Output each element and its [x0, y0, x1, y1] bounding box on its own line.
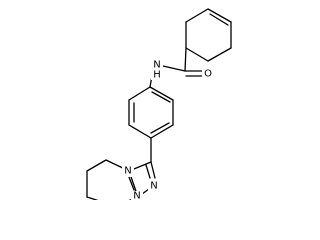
bond: [128, 86, 151, 101]
bond: [86, 159, 107, 172]
bond: [207, 8, 232, 23]
bond: [184, 47, 187, 72]
atom-label-n-amide: N: [153, 60, 160, 71]
atom-label-h-amide: H: [153, 70, 161, 81]
atom-label-n-triazole-a: N: [150, 181, 157, 192]
bond: [86, 196, 99, 200]
double-bond-inner: [145, 164, 151, 179]
bond: [207, 47, 232, 62]
atom-nh: N H: [151, 59, 163, 81]
atom-label-n-bridge: N: [124, 166, 131, 177]
double-bond-inner: [209, 13, 229, 26]
structure-diagram: N H O N N N: [86, 8, 232, 201]
bond: [162, 65, 186, 72]
atom-n-bridge: N: [122, 165, 134, 177]
cyclohexene-ring: [185, 8, 232, 62]
double-bond-inner: [151, 91, 171, 103]
double-bond: [150, 161, 156, 179]
bond: [150, 124, 174, 139]
atom-label-o-carbonyl: O: [204, 69, 212, 80]
atom-n-triazole-b: N: [131, 191, 143, 201]
bond: [185, 8, 209, 23]
atom-label-n-triazole-b: N: [133, 191, 140, 201]
bond: [185, 47, 209, 62]
amide-group: [162, 47, 208, 77]
bond: [149, 86, 174, 101]
double-bond-inner: [150, 122, 170, 134]
atom-o: O: [202, 68, 214, 80]
bond: [128, 124, 152, 139]
atom-n-triazole-a: N: [148, 180, 160, 192]
benzene-ring: [128, 69, 174, 139]
